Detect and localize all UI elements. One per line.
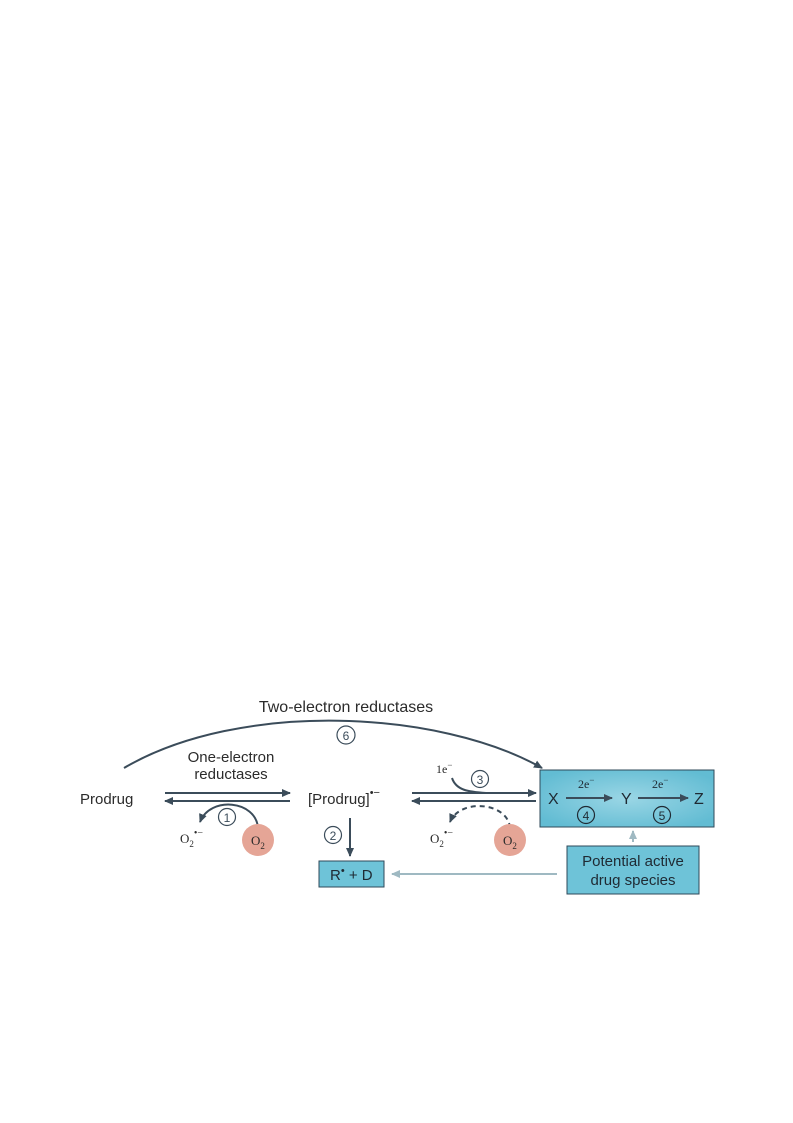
active-species-box [566, 845, 700, 895]
two-electron-arc-arrow [123, 719, 543, 769]
superoxide-2: O2•− [430, 828, 453, 849]
svg-text:O2: O2 [503, 833, 517, 851]
step-4-marker: 4 [576, 805, 596, 825]
one-electron-input-curve [451, 777, 487, 794]
svg-text:O2•−: O2•− [180, 828, 203, 849]
prodrug-radical-anion: [Prodrug]•− [308, 787, 380, 808]
svg-text:1: 1 [224, 811, 231, 825]
one-electron-input-label: 1e− [436, 760, 452, 776]
step-5-marker: 5 [652, 805, 672, 825]
svg-text:2: 2 [330, 829, 337, 843]
active-species-line1: Potential active [582, 853, 684, 870]
svg-text:2e−: 2e− [652, 775, 668, 791]
svg-text:O2: O2 [251, 833, 265, 851]
svg-text:3: 3 [477, 773, 484, 787]
prodrug-label: Prodrug [80, 791, 133, 808]
svg-text:[Prodrug]•−: [Prodrug]•− [308, 787, 380, 808]
two-electron-label-2: 2e− [652, 775, 668, 791]
svg-text:2e−: 2e− [578, 775, 594, 791]
svg-text:O2•−: O2•− [430, 828, 453, 849]
one-electron-label-line2: reductases [194, 766, 267, 783]
svg-text:6: 6 [343, 729, 350, 743]
oxygen-circle-1: O2 [242, 824, 274, 856]
products-box [318, 860, 385, 888]
svg-text:5: 5 [659, 809, 666, 823]
svg-text:1e−: 1e− [436, 760, 452, 776]
species-x: X [548, 791, 559, 808]
one-electron-label-line1: One-electron [188, 749, 275, 766]
two-electron-reductases-label: Two-electron reductases [259, 699, 433, 716]
svg-text:R• + D: R• + D [330, 865, 373, 884]
step-6-marker: 6 [336, 725, 356, 745]
species-y: Y [621, 791, 632, 808]
step-2-marker: 2 [323, 825, 343, 845]
oxygen-circle-2: O2 [494, 824, 526, 856]
two-electron-label-1: 2e− [578, 775, 594, 791]
step-3-marker: 3 [470, 769, 490, 789]
products-label: R• + D [330, 865, 373, 884]
back-oxidation-curve-1 [199, 803, 259, 829]
active-species-line2: drug species [590, 872, 675, 889]
back-oxidation-curve-2 [449, 805, 511, 829]
species-z: Z [694, 791, 704, 808]
superoxide-1: O2•− [180, 828, 203, 849]
step-1-marker: 1 [217, 807, 237, 827]
svg-text:4: 4 [583, 809, 590, 823]
